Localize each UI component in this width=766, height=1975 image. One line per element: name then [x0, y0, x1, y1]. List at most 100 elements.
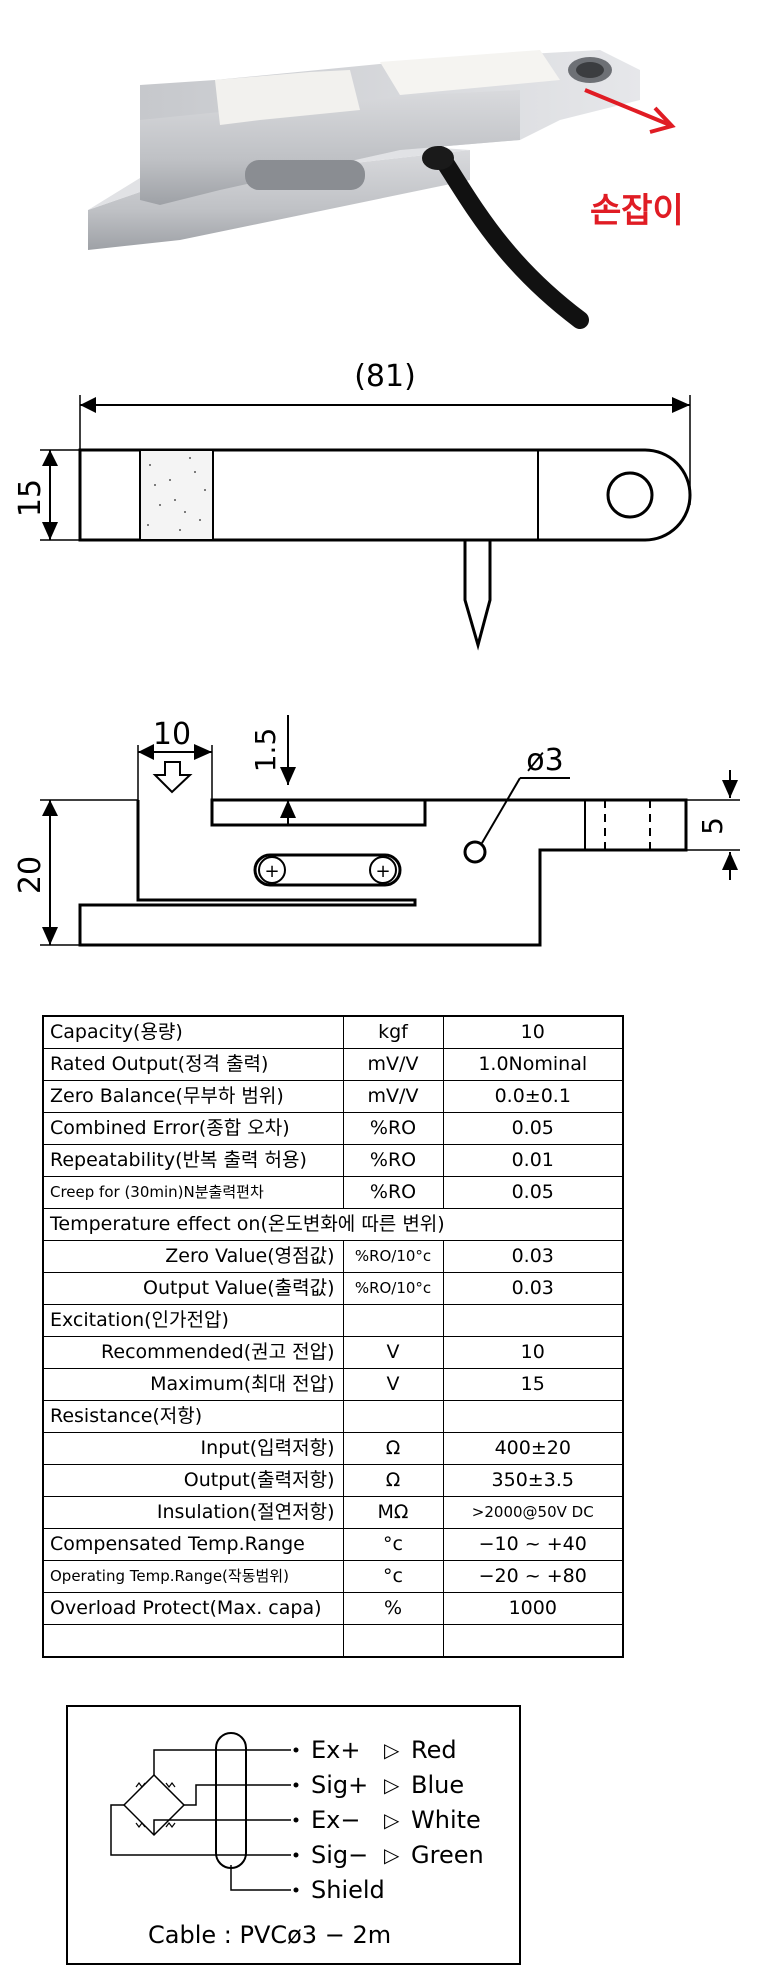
row-value: −10 ~ +40 [442, 1528, 624, 1561]
row-unit: %RO [342, 1176, 444, 1209]
row-unit: %RO/10°c [342, 1272, 444, 1305]
plus-mark-right: + [375, 861, 390, 882]
width-dimension: 10 [153, 717, 191, 752]
row-unit: Ω [342, 1464, 444, 1497]
terminal-ex-minus: Ex− [311, 1806, 360, 1834]
terminal-shield: Shield [311, 1876, 385, 1904]
length-dimension: (81) [354, 359, 416, 394]
row-unit [342, 1304, 444, 1337]
top-outline [78, 448, 692, 542]
row-value: 10 [442, 1015, 624, 1049]
row-value: 400±20 [442, 1432, 624, 1465]
row-value [442, 1304, 624, 1337]
cable-gland [422, 146, 454, 170]
sensing-pad [139, 449, 214, 541]
row-label: Creep for (30min)N분출력편차 [42, 1176, 344, 1209]
terminal-sig-minus: Sig− [311, 1841, 368, 1869]
row-label: Zero Balance(무부하 범위) [42, 1080, 344, 1113]
cable [431, 146, 589, 329]
table-row: Excitation(인가전압) [42, 1304, 624, 1337]
triangle-icon: ▷ [384, 1738, 400, 1762]
row-unit: %RO/10°c [342, 1240, 444, 1273]
row-unit: MΩ [342, 1496, 444, 1529]
product-photo: 손잡이 [88, 50, 684, 329]
wiring-diagram: Ex+ ▷ Red Sig+ ▷ Blue Ex− ▷ White Sig− ▷… [66, 1705, 521, 1965]
row-value: 0.03 [442, 1272, 624, 1305]
row-label: Compensated Temp.Range [42, 1528, 344, 1561]
color-green: Green [411, 1841, 484, 1869]
triangle-icon: ▷ [384, 1843, 400, 1867]
gauge-slot-end-right [369, 856, 397, 884]
wire-shield [230, 1865, 291, 1891]
cable-jacket [215, 1732, 247, 1869]
row-unit: mV/V [342, 1048, 444, 1081]
side-view-drawing: 10 1.5 + + ø3 5 20 [13, 715, 740, 947]
load-cell-base [88, 150, 470, 250]
table-row-section: Temperature effect on(온도변화에 따른 변위) [42, 1208, 624, 1241]
hole-leader [481, 777, 521, 844]
row-unit: V [342, 1336, 444, 1369]
gauge-slot-end-left [258, 856, 286, 884]
row-unit: °c [342, 1528, 444, 1561]
row-unit: Ω [342, 1432, 444, 1465]
row-label: Operating Temp.Range(작동범위) [42, 1560, 344, 1593]
row-value: 0.0±0.1 [442, 1080, 624, 1113]
row-value: 0.03 [442, 1240, 624, 1273]
tab-dimension: 5 [696, 817, 729, 835]
gap-dimension: 1.5 [249, 728, 282, 773]
hole-dimension: ø3 [526, 743, 563, 778]
gauge-slot-drawing [253, 853, 402, 887]
row-value: 15 [442, 1368, 624, 1401]
row-unit: %RO [342, 1112, 444, 1145]
white-pad-right [380, 50, 560, 95]
cable-spec: Cable : PVCø3 − 2m [148, 1921, 391, 1949]
plus-mark-left: + [264, 861, 279, 882]
row-unit: % [342, 1592, 444, 1625]
wiring-frame [66, 1705, 521, 1965]
color-blue: Blue [411, 1771, 464, 1799]
section-label: Temperature effect on(온도변화에 따른 변위) [42, 1208, 624, 1241]
terminal-ex-plus: Ex+ [311, 1736, 360, 1764]
table-row-empty [42, 1624, 624, 1658]
row-value: >2000@50V DC [442, 1496, 624, 1529]
row-label: Insulation(절연저항) [42, 1496, 344, 1529]
row-value: 0.05 [442, 1176, 624, 1209]
row-value [442, 1400, 624, 1433]
row-value: 10 [442, 1336, 624, 1369]
row-label: Repeatability(반복 출력 허용) [42, 1144, 344, 1177]
row-label: Input(입력저항) [42, 1432, 344, 1465]
row-unit: V [342, 1368, 444, 1401]
cable-stub [463, 540, 492, 651]
row-unit: °c [342, 1560, 444, 1593]
row-unit: %RO [342, 1144, 444, 1177]
gauge-slot [245, 160, 365, 190]
small-hole [463, 840, 487, 864]
pad-speckle [147, 457, 206, 531]
row-value: 350±3.5 [442, 1464, 624, 1497]
terminal-dots [293, 1747, 299, 1893]
color-red: Red [411, 1736, 457, 1764]
handle-arrow-head [649, 106, 676, 134]
row-value: 1.0Nominal [442, 1048, 624, 1081]
row-unit [342, 1624, 444, 1658]
white-pad-left [215, 70, 360, 125]
triangle-icon: ▷ [384, 1773, 400, 1797]
handle-arrow [584, 88, 671, 127]
row-value: −20 ~ +80 [442, 1560, 624, 1593]
height-dimension: 15 [13, 479, 48, 517]
row-unit [342, 1400, 444, 1433]
mount-hole-inner [576, 62, 604, 78]
row-label: Output Value(출력값) [42, 1272, 344, 1305]
bridge-resistors [135, 1782, 176, 1828]
triangle-icon: ▷ [384, 1808, 400, 1832]
row-value: 1000 [442, 1592, 624, 1625]
